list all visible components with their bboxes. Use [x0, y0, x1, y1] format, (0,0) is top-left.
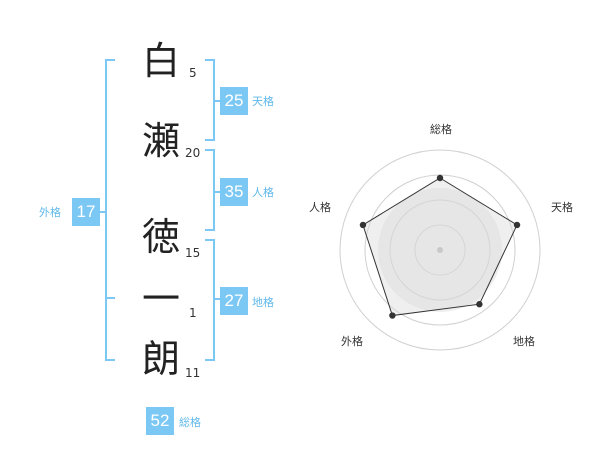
soukaku-badge: 52: [146, 407, 174, 435]
gaikaku-label: 外格: [39, 206, 61, 219]
name-char-5: 朗: [141, 337, 180, 381]
chikaku-label: 地格: [252, 296, 274, 309]
name-char-2: 瀬: [141, 119, 180, 163]
radar-ring-2: [389, 199, 491, 301]
chikaku-badge: 27: [220, 287, 248, 315]
radar-point-5: [359, 221, 367, 229]
name-char-3: 徳: [141, 215, 180, 259]
radar-axis-label-soukaku: 総格: [430, 123, 452, 136]
radar-point-4: [389, 312, 396, 319]
radar-axis-label-tenkaku: 天格: [551, 201, 573, 214]
radar-polygon: [362, 177, 518, 317]
stroke-count-4: 1: [189, 306, 197, 320]
jinkaku-badge: 35: [220, 178, 248, 206]
stroke-count-3: 15: [185, 246, 201, 260]
radar-ring-1: [414, 224, 466, 276]
jinkaku-bracket: [205, 149, 215, 231]
name-char-4: 一: [141, 277, 180, 321]
radar-point-2: [513, 221, 521, 229]
radar-center-dot: [437, 247, 443, 253]
soukaku-label: 総格: [179, 416, 201, 429]
radar-axis-label-jinkaku: 人格: [309, 201, 331, 214]
radar-ring-4: [339, 149, 541, 351]
tenkaku-label: 天格: [252, 95, 274, 108]
stroke-count-1: 5: [189, 66, 197, 80]
radar-axis-label-chikaku: 地格: [513, 335, 535, 348]
gaikaku-badge: 17: [72, 198, 100, 226]
tenkaku-badge: 25: [220, 87, 248, 115]
gaikaku-bracket: [105, 59, 115, 361]
radar-point-1: [436, 174, 444, 182]
stroke-count-5: 11: [185, 366, 201, 380]
radar-axis-label-gaikaku: 外格: [341, 335, 363, 348]
radar-point-3: [476, 301, 483, 308]
stroke-count-2: 20: [185, 146, 201, 160]
jinkaku-label: 人格: [252, 186, 274, 199]
name-char-1: 白: [141, 39, 180, 83]
